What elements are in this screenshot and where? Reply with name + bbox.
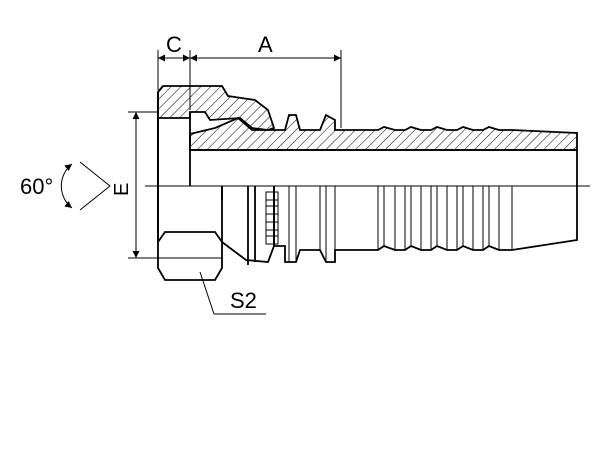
s2-label: S2 [230, 288, 257, 313]
stem-grooves [265, 186, 513, 262]
stem-outline [273, 150, 578, 263]
dimension-c-label: C [166, 32, 182, 57]
nut-rear [221, 186, 256, 265]
nut-hex-lower [157, 231, 223, 281]
nut-section [157, 85, 276, 131]
stem-section [189, 113, 578, 151]
dimension-e-label: E [111, 183, 133, 196]
cone-angle: 60° [20, 161, 111, 211]
angle-label: 60° [20, 174, 53, 199]
dimension-a-label: A [258, 32, 273, 57]
dimension-a: A [190, 32, 342, 128]
dimension-s2: S2 [199, 271, 266, 315]
dimension-e: E [111, 111, 158, 259]
